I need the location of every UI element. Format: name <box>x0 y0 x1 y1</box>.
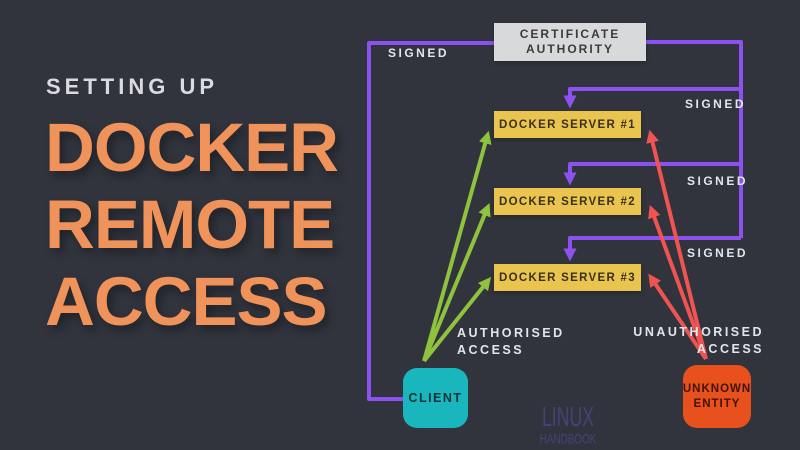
authorised-access-line1: AUTHORISED <box>457 326 565 340</box>
docker-server-3-label: DOCKER SERVER #3 <box>499 271 636 284</box>
unauthorised-access-label: UNAUTHORISED ACCESS <box>633 324 764 358</box>
signed-path-ca-right-trunk <box>646 40 743 238</box>
title-line-docker: DOCKER <box>45 109 339 186</box>
signed-label-top-left: SIGNED <box>388 46 450 60</box>
signed-label-server3: SIGNED <box>687 246 749 260</box>
signed-label-server1: SIGNED <box>685 97 747 111</box>
client-node: CLIENT <box>403 368 468 428</box>
title-line-access: ACCESS <box>45 263 328 340</box>
docker-server-1-label: DOCKER SERVER #1 <box>499 118 636 131</box>
unknown-entity-node: UNKNOWN ENTITY <box>683 365 751 428</box>
unknown-entity-label-line2: ENTITY <box>693 397 741 410</box>
watermark-line2: HANDBOOK <box>539 430 597 447</box>
docker-server-3-node: DOCKER SERVER #3 <box>494 264 641 291</box>
watermark-line1: LINUX <box>541 400 595 433</box>
authorised-access-label: AUTHORISED ACCESS <box>457 325 565 359</box>
unauthorised-access-line2: ACCESS <box>696 342 764 356</box>
client-label: CLIENT <box>408 391 463 405</box>
certificate-authority-label-line2: AUTHORITY <box>526 42 614 56</box>
unauthorised-access-line1: UNAUTHORISED <box>633 325 764 339</box>
docker-server-1-node: DOCKER SERVER #1 <box>494 111 641 138</box>
certificate-authority-label-line1: CERTIFICATE <box>519 27 621 41</box>
unknown-entity-label-line1: UNKNOWN <box>682 382 752 395</box>
docker-server-2-label: DOCKER SERVER #2 <box>499 195 636 208</box>
docker-server-2-node: DOCKER SERVER #2 <box>494 188 641 215</box>
linux-handbook-watermark: LINUX HANDBOOK <box>518 400 618 447</box>
certificate-authority-node: CERTIFICATE AUTHORITY <box>494 23 646 61</box>
kicker-text: SETTING UP <box>46 74 219 99</box>
title-line-remote: REMOTE <box>45 186 335 263</box>
signed-label-server2: SIGNED <box>687 174 749 188</box>
authorised-access-line2: ACCESS <box>457 343 525 357</box>
